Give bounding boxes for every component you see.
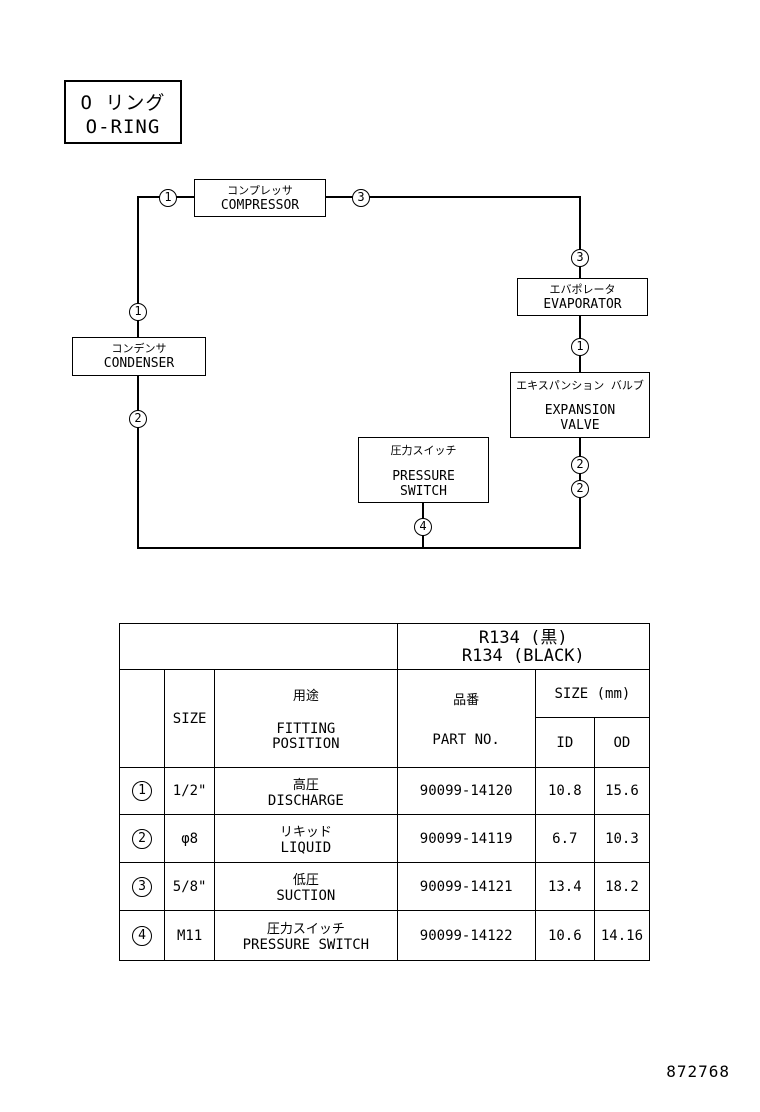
- expansion-valve-label-en2: VALVE: [560, 418, 600, 433]
- expansion-valve-label-jp: エキスパンション バルブ: [516, 379, 644, 392]
- use-label-en1: FITTING: [276, 721, 336, 737]
- row-use-jp: 低圧: [292, 873, 319, 888]
- row-use: 低圧 SUCTION: [214, 862, 398, 911]
- row-id: 6.7: [534, 814, 595, 863]
- marker-3-evaporator: 3: [571, 249, 589, 267]
- title-en: O-RING: [85, 116, 161, 138]
- compressor-box: コンプレッサ COMPRESSOR: [194, 179, 326, 217]
- table-header-use: 用途 FITTING POSITION: [214, 669, 398, 768]
- evaporator-label-jp: エバポレータ: [549, 283, 616, 296]
- table-header-blank: [119, 623, 398, 670]
- o-ring-spec-table: R134 (黒) R134 (BLACK) SIZE 用途 FITTING PO…: [118, 623, 651, 961]
- row-size: 1/2": [164, 767, 216, 815]
- row-use-en: SUCTION: [276, 888, 336, 904]
- use-label-jp: 用途: [292, 689, 319, 704]
- table-header-refrigerant: R134 (黒) R134 (BLACK): [396, 623, 651, 670]
- row-size: M11: [164, 910, 216, 961]
- line-compressor-condenser: [137, 196, 194, 337]
- table-header-part: 品番 PART NO.: [396, 669, 536, 768]
- table-header-id: ID: [534, 717, 595, 768]
- row-use-jp: 高圧: [292, 777, 319, 793]
- pressure-switch-box: 圧力スイッチ PRESSURE SWITCH: [358, 437, 489, 503]
- refrigerant-label-en: R134 (BLACK): [461, 645, 585, 666]
- row-id: 10.8: [534, 767, 595, 815]
- table-header-row-2: SIZE 用途 FITTING POSITION 品番 PART NO. SIZ…: [118, 669, 651, 768]
- row-num-cell: 3: [118, 862, 166, 911]
- row-use-jp: 圧力スイッチ: [266, 922, 345, 937]
- row-od: 14.16: [593, 910, 651, 961]
- compressor-label-jp: コンプレッサ: [227, 184, 293, 197]
- table-row: 2 φ8 リキッド LIQUID 90099-14119 6.7 10.3: [118, 814, 651, 863]
- marker-2-expansion-b: 2: [571, 480, 589, 498]
- row-od: 18.2: [593, 862, 651, 911]
- row-num: 3: [132, 876, 153, 897]
- table-header-od: OD: [593, 717, 651, 768]
- condenser-box: コンデンサ CONDENSER: [72, 337, 206, 376]
- row-id: 13.4: [534, 862, 595, 911]
- table-header-size: SIZE: [164, 669, 216, 768]
- table-header-dim: SIZE (mm): [534, 669, 651, 718]
- row-part: 90099-14121: [396, 862, 536, 911]
- row-size: 5/8": [164, 862, 216, 911]
- table-row: 3 5/8" 低圧 SUCTION 90099-14121 13.4 18.2: [118, 862, 651, 911]
- row-use-en: LIQUID: [280, 840, 332, 856]
- row-use-en: DISCHARGE: [267, 792, 344, 809]
- row-size: φ8: [164, 814, 216, 863]
- row-num: 2: [132, 828, 153, 849]
- pressure-switch-label-en2: SWITCH: [400, 484, 447, 499]
- marker-1-evaporator: 1: [571, 338, 589, 356]
- row-od: 15.6: [593, 767, 651, 815]
- row-use-jp: リキッド: [279, 825, 332, 840]
- marker-3-compressor: 3: [352, 189, 370, 207]
- table-header-num-blank: [118, 669, 166, 768]
- row-num: 4: [132, 925, 153, 946]
- table-header-row-3: ID OD: [120, 717, 651, 768]
- title-jp: O リング: [80, 92, 166, 114]
- table-row: 1 1/2" 高圧 DISCHARGE 90099-14120 10.8 15.…: [118, 767, 651, 815]
- condenser-label-en: CONDENSER: [103, 356, 175, 371]
- row-num-cell: 2: [118, 814, 166, 863]
- marker-1-compressor: 1: [159, 189, 177, 207]
- compressor-label-en: COMPRESSOR: [220, 198, 300, 213]
- pressure-switch-label-en1: PRESSURE: [392, 469, 455, 484]
- line-compressor-evaporator: [326, 196, 581, 278]
- marker-2-expansion-a: 2: [571, 456, 589, 474]
- row-use: 圧力スイッチ PRESSURE SWITCH: [214, 910, 398, 961]
- row-use: リキッド LIQUID: [214, 814, 398, 863]
- row-part: 90099-14122: [396, 910, 536, 961]
- refrigerant-label-jp: R134 (黒): [478, 627, 568, 648]
- row-id: 10.6: [534, 910, 595, 961]
- row-part: 90099-14119: [396, 814, 536, 863]
- evaporator-box: エバポレータ EVAPORATOR: [517, 278, 648, 316]
- row-num-cell: 4: [118, 910, 166, 961]
- part-label-jp: 品番: [453, 693, 480, 708]
- row-od: 10.3: [593, 814, 651, 863]
- evaporator-label-en: EVAPORATOR: [543, 297, 622, 312]
- marker-2-condenser: 2: [129, 410, 147, 428]
- table-header-row-1: R134 (黒) R134 (BLACK): [119, 623, 651, 670]
- row-use-en: PRESSURE SWITCH: [242, 937, 370, 953]
- marker-1-condenser: 1: [129, 303, 147, 321]
- row-use: 高圧 DISCHARGE: [214, 767, 398, 815]
- marker-4-pressure-switch: 4: [414, 518, 432, 536]
- use-label-en2: POSITION: [272, 736, 340, 752]
- part-label-en: PART NO.: [432, 732, 500, 748]
- row-part: 90099-14120: [396, 767, 536, 815]
- title-box: O リング O-RING: [64, 80, 182, 144]
- row-num: 1: [132, 781, 153, 801]
- expansion-valve-label-en1: EXPANSION: [544, 403, 616, 418]
- table-row: 4 M11 圧力スイッチ PRESSURE SWITCH 90099-14122…: [118, 910, 651, 961]
- pressure-switch-label-jp: 圧力スイッチ: [390, 444, 457, 457]
- row-num-cell: 1: [118, 767, 166, 815]
- condenser-label-jp: コンデンサ: [111, 342, 167, 355]
- expansion-valve-box: エキスパンション バルブ EXPANSION VALVE: [510, 372, 650, 438]
- figure-number: 872768: [666, 1062, 730, 1081]
